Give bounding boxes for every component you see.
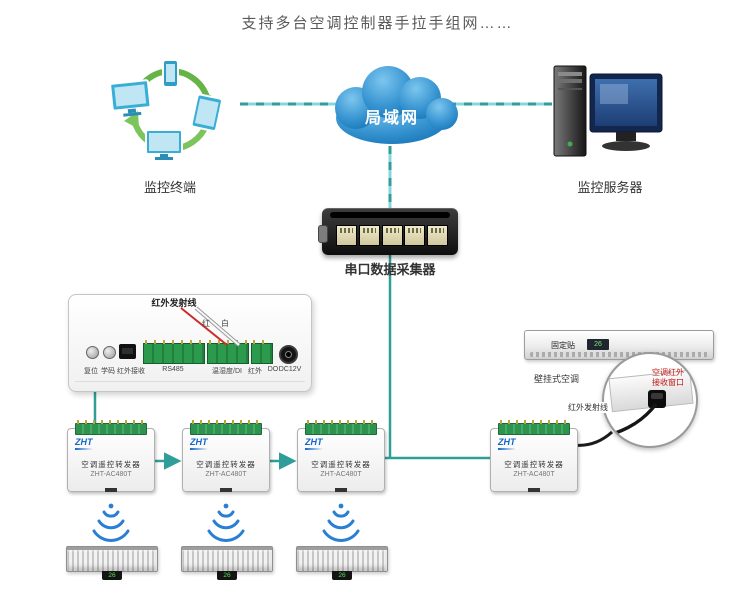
controller-terminal-diagram: 红外发射线 红 白 复位 学码 红外接收 RS485 温湿度/DI 红外 DO … xyxy=(68,294,312,392)
dc-power-jack-icon xyxy=(279,345,298,364)
repeater-title: 空调遥控转发器 xyxy=(196,460,256,469)
ethernet-port-icon xyxy=(427,225,448,246)
ac-vent xyxy=(530,352,708,357)
terminal-label: 监控终端 xyxy=(143,180,196,195)
red-wire-label: 红 xyxy=(202,318,210,328)
white-wire-label: 白 xyxy=(221,318,229,328)
brand-logo: ZHT xyxy=(498,437,516,450)
antenna-icon xyxy=(318,225,328,243)
repeater-3: ZHT 空调遥控转发器 ZHT-AC480T xyxy=(297,420,385,492)
ac-temp-display: 26 xyxy=(217,571,237,580)
ethernet-port-icon xyxy=(404,225,426,246)
rs485-bus-lines xyxy=(93,254,492,470)
lan-cloud-icon: 局域网 xyxy=(312,58,472,150)
repeater-model: ZHT-AC480T xyxy=(320,471,362,478)
terminal-block-rs485 xyxy=(143,340,205,364)
terminal-strip-icon xyxy=(75,420,147,435)
reset-button-icon xyxy=(86,346,99,359)
bottom-connector-icon xyxy=(335,488,347,492)
repeater-model: ZHT-AC480T xyxy=(90,471,132,478)
serial-collector-device xyxy=(318,208,458,255)
ir-receive-window-icon xyxy=(648,390,666,408)
repeater-4: ZHT 空调遥控转发器 ZHT-AC480T xyxy=(490,420,578,492)
magnifier-circle: 空调红外接收窗口 xyxy=(602,352,698,448)
terminal-strip-icon xyxy=(305,420,377,435)
wall-ac-label: 壁挂式空调 xyxy=(534,374,580,384)
terminal-block-ir xyxy=(251,340,273,364)
terminal-strip-icon xyxy=(190,420,262,435)
repeater-1: ZHT 空调遥控转发器 ZHT-AC480T xyxy=(67,420,155,492)
page-title: 支持多台空调控制器手拉手组网…… xyxy=(241,15,514,32)
repeater-model: ZHT-AC480T xyxy=(513,471,555,478)
ac-temp-display: 26 xyxy=(332,571,352,580)
port-label-ir: 红外 xyxy=(248,368,262,375)
brand-logo: ZHT xyxy=(190,437,208,450)
wifi-signal-icon xyxy=(207,503,245,542)
port-label-learn: 学码 xyxy=(101,368,115,375)
repeater-title: 空调遥控转发器 xyxy=(81,460,141,469)
bottom-connector-icon xyxy=(105,488,117,492)
wifi-signal-icon xyxy=(322,503,360,542)
learn-button-icon xyxy=(103,346,116,359)
brand-logo: ZHT xyxy=(305,437,323,450)
port-label-dc12v: DC12V xyxy=(278,366,302,373)
ir-wire-label-right: 红外发射线 xyxy=(566,402,610,413)
terminal-strip-icon xyxy=(498,420,570,435)
repeater-title: 空调遥控转发器 xyxy=(311,460,371,469)
bottom-connector-icon xyxy=(220,488,232,492)
monitor-icon xyxy=(145,129,183,160)
port-label-do: DO xyxy=(267,366,279,373)
ethernet-port-icon xyxy=(336,225,357,246)
port-label-rs485: RS485 xyxy=(162,366,184,373)
port-label-sensor: 温湿度/DI xyxy=(212,368,242,375)
server-tower-icon xyxy=(553,65,587,157)
indoor-ac-2: 26 xyxy=(181,546,273,580)
ethernet-port-icon xyxy=(358,225,380,246)
port-label-ir-rx: 红外接收 xyxy=(117,368,145,375)
ac-temp-display: 26 xyxy=(102,571,122,580)
wifi-signal-icon xyxy=(92,503,130,542)
repeater-2: ZHT 空调遥控转发器 ZHT-AC480T xyxy=(182,420,270,492)
server-label: 监控服务器 xyxy=(577,180,643,195)
phone-icon xyxy=(162,59,179,88)
wall-ac-unit: 固定贴 26 xyxy=(524,330,714,360)
brand-logo: ZHT xyxy=(75,437,93,450)
repeater-model: ZHT-AC480T xyxy=(205,471,247,478)
collector-label: 串口数据采集器 xyxy=(344,262,436,277)
sticker-label: 固定贴 xyxy=(551,341,575,350)
indoor-ac-1: 26 xyxy=(66,546,158,580)
monitor-icon xyxy=(109,79,152,117)
port-label-reset: 复位 xyxy=(84,368,98,375)
server-monitor-icon xyxy=(589,73,663,151)
monitoring-terminal-icon xyxy=(106,58,236,170)
repeater-title: 空调遥控转发器 xyxy=(504,460,564,469)
ethernet-ports xyxy=(336,225,448,246)
ac-temp-display: 26 xyxy=(587,339,609,350)
indoor-ac-3: 26 xyxy=(296,546,388,580)
ir-receiver-port-icon xyxy=(119,344,136,359)
ir-cable-icon xyxy=(605,402,658,438)
tablet-icon xyxy=(190,93,223,132)
ir-wire-label: 红外发射线 xyxy=(151,298,197,308)
monitoring-server-icon xyxy=(548,60,668,170)
ir-window-label: 空调红外接收窗口 xyxy=(652,368,684,387)
ethernet-port-icon xyxy=(381,225,403,246)
bottom-connector-icon xyxy=(528,488,540,492)
cloud-label: 局域网 xyxy=(365,108,419,127)
terminal-block-sensor xyxy=(207,340,249,364)
